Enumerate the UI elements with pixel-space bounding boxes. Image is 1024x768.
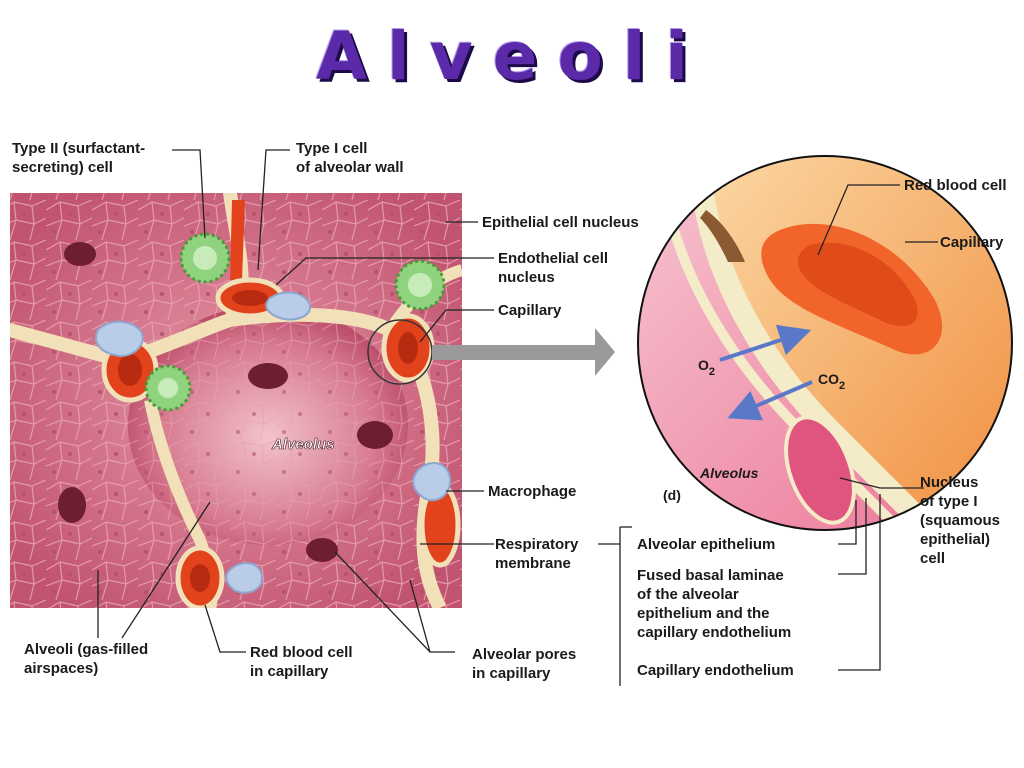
type-i-cell-label: Type I cell of alveolar wall [296,140,404,176]
o2-label: O2 [698,357,715,378]
nucleus-type-i-label: Nucleus of type I (squamous epithelial) … [920,474,1001,567]
alveolus-right-label: Alveolus [699,465,759,481]
capillary-left-label: Capillary [498,302,562,319]
alveolar-epithelium-label: Alveolar epithelium [637,536,776,553]
o2-diffusion-arrow [719,324,812,362]
zoom-arrow [432,328,615,376]
capillary-right-label: Capillary [940,234,1004,251]
epithelial-nucleus-label: Epithelial cell nucleus [482,214,639,231]
type-i-cell-nucleus-top [700,210,745,262]
alveolar-tissue-illustration [10,193,462,608]
fused-laminae-label: Fused basal laminae of the alveolar epit… [637,567,792,641]
red-blood-cell-label: Red blood cell [904,177,1007,194]
respiratory-membrane-label: Respiratory membrane [495,536,579,572]
panel-d-label: (d) [663,487,681,503]
alveolar-pores [58,242,393,562]
macrophages [95,291,452,594]
co2-diffusion-arrow [727,380,813,421]
capillary-endothelium-label: Capillary endothelium [637,662,794,679]
type-i-cell-nucleus [784,415,856,525]
membrane-enlargement: O2 CO2 Alveolus (d) [637,155,1013,531]
macrophage-label: Macrophage [488,483,577,500]
endothelial-nucleus-label: Endothelial cell nucleus [498,250,609,286]
type-ii-cell-label: Type II (surfactant- secreting) cell [12,140,146,176]
type-ii-cells [144,232,446,412]
alveoli-airspaces-label: Alveoli (gas-filled airspaces) [24,641,149,677]
page-title: Alveoli [315,18,709,95]
rbc-in-capillary-label: Red blood cell in capillary [250,644,353,680]
co2-label: CO2 [818,371,845,392]
alveolar-pores-label: Alveolar pores in capillary [472,646,577,682]
alveolus-left-label: Alveolus [271,436,335,453]
leader-lines [97,149,938,686]
